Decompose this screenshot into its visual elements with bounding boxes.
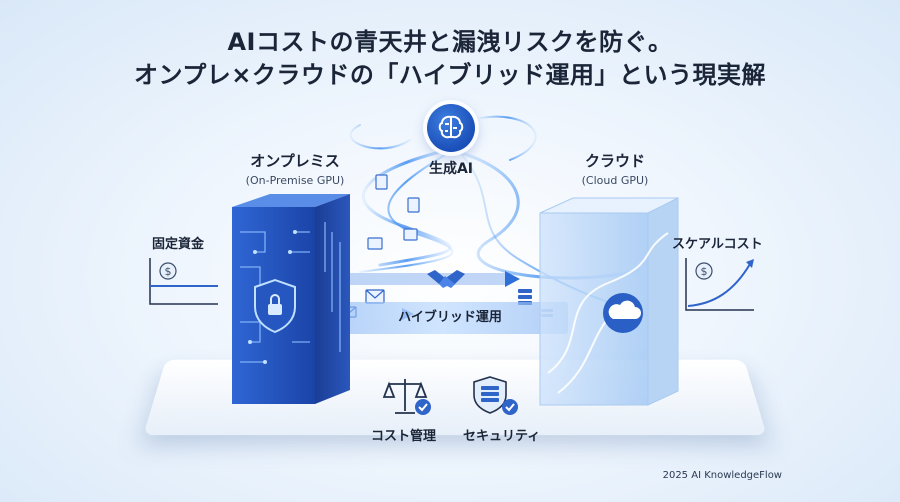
onprem-title: オンプレミス (250, 152, 340, 170)
svg-text:$: $ (701, 265, 708, 278)
hybrid-label: ハイブリッド運用 (398, 310, 502, 325)
cost-management-label: コスト管理 (371, 429, 437, 444)
copyright-text: 2025 AI KnowledgeFlow (662, 470, 782, 481)
security-label: セキュリティ (463, 429, 541, 444)
title-line-2: オンプレ×クラウドの「ハイブリッド運用」という現実解 (134, 61, 766, 89)
ai-label: 生成AI (428, 161, 474, 177)
onprem-subtitle: (On-Premise GPU) (245, 174, 345, 187)
fixed-cost-label: 固定資金 (152, 237, 205, 252)
page-title: AIコストの青天井と漏洩リスクを防ぐ。 オンプレ×クラウドの「ハイブリッド運用」… (0, 26, 900, 92)
onprem-server-tower (232, 194, 350, 404)
scalable-cost-label: スケアルコスト (672, 237, 763, 252)
title-line-1: AIコストの青天井と漏洩リスクを防ぐ。 (227, 28, 673, 56)
dollar-coin-icon: $ (695, 262, 713, 280)
dollar-coin-icon: $ (159, 262, 177, 280)
shield-lock-icon (254, 278, 296, 334)
cloud-title: クラウド (584, 152, 645, 170)
onprem-label: オンプレミス (On-Premise GPU) (220, 150, 370, 187)
cloud-glass-tower (539, 197, 679, 406)
scales-icon (383, 379, 431, 415)
svg-text:$: $ (165, 265, 172, 278)
ai-brain-icon (427, 104, 475, 152)
fixed-cost-chart: $ (149, 258, 218, 305)
cloud-label: クラウド (Cloud GPU) (540, 150, 690, 187)
hybrid-connection-bar (318, 302, 568, 334)
cloud-subtitle: (Cloud GPU) (581, 174, 649, 187)
scalable-cost-chart: $ (685, 258, 754, 311)
handshake-icon (427, 270, 465, 288)
cloud-icon (603, 293, 643, 333)
server-shield-icon (473, 376, 518, 415)
